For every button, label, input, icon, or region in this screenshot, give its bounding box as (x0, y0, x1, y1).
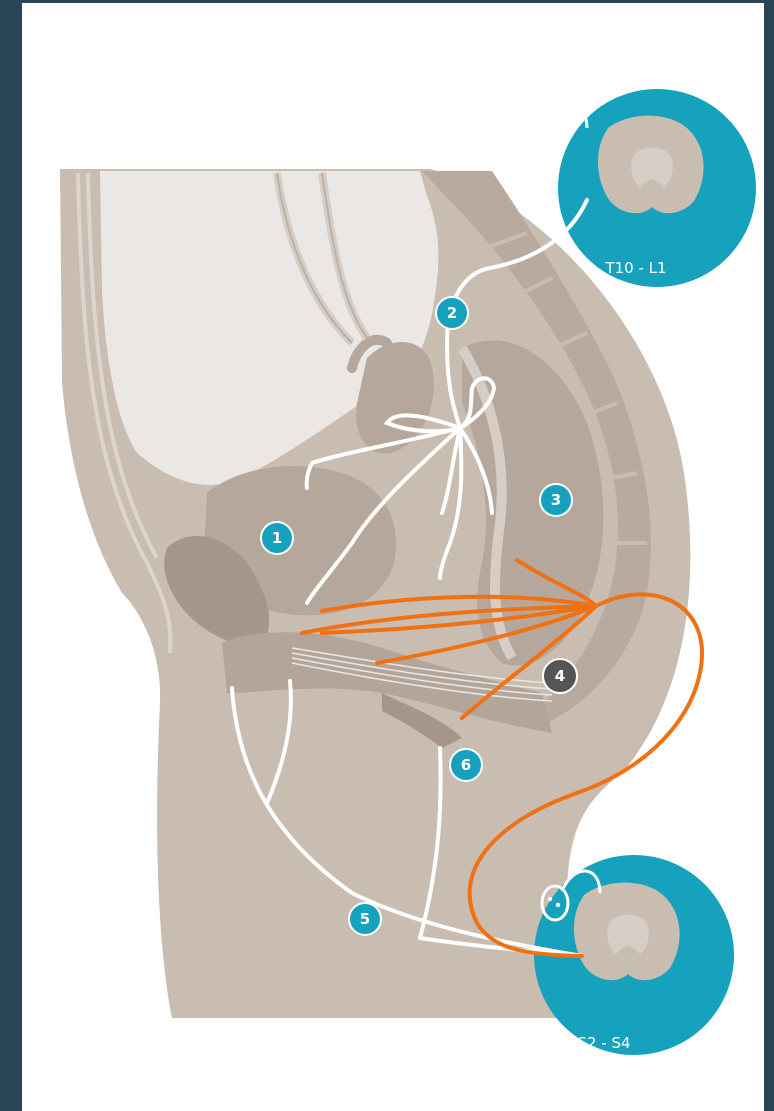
segment-label-t10-l1: T10 - L1 (604, 259, 666, 277)
svg-text:2: 2 (447, 304, 457, 322)
marker-5: 5 (349, 903, 381, 935)
marker-6: 6 (450, 749, 482, 781)
marker-3: 3 (540, 484, 572, 516)
svg-text:5: 5 (360, 910, 370, 928)
marker-4: 4 (543, 659, 577, 693)
svg-text:4: 4 (555, 667, 565, 685)
pelvic-nerve-diagram: T10 - L1 S2 - S4 (22, 3, 764, 1111)
diagram-panel: T10 - L1 S2 - S4 (22, 3, 764, 1111)
segment-label-s2-s4: S2 - S4 (577, 1034, 630, 1052)
marker-2: 2 (436, 297, 468, 329)
svg-text:1: 1 (272, 529, 282, 547)
svg-text:6: 6 (461, 756, 471, 774)
marker-1: 1 (261, 522, 293, 554)
svg-text:3: 3 (551, 491, 561, 509)
